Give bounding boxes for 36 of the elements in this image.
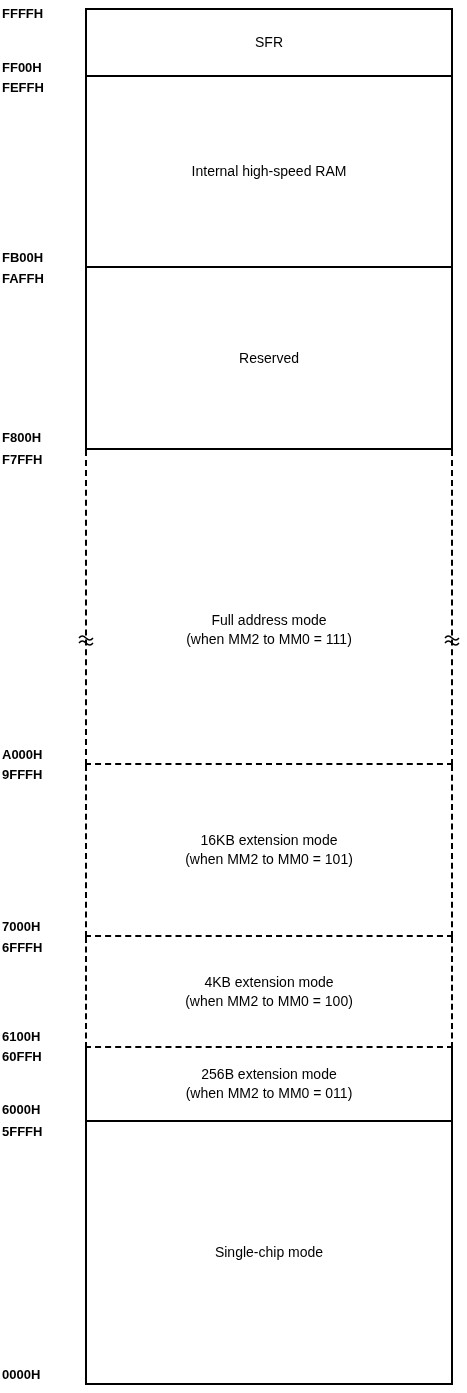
memory-region — [85, 765, 453, 937]
memory-region — [85, 8, 453, 77]
region-label: Full address mode — [211, 610, 327, 630]
address-label: FEFFH — [2, 80, 44, 96]
region-label: (when MM2 to MM0 = 100) — [185, 991, 353, 1011]
address-label: 6FFFH — [2, 940, 43, 956]
address-label: 9FFFH — [2, 767, 43, 783]
region-label: Single-chip mode — [214, 1243, 324, 1262]
region-label: 256B extension mode — [201, 1065, 337, 1084]
memory-region — [85, 1122, 453, 1385]
address-label: FF00H — [2, 60, 42, 76]
region-label: (when MM2 to MM0 = 101) — [185, 850, 353, 869]
memory-region — [85, 268, 453, 450]
region-label: (when MM2 to MM0 = 011) — [185, 1084, 353, 1103]
address-label: FFFFH — [2, 6, 44, 22]
memory-region — [85, 1048, 453, 1122]
memory-region — [85, 77, 453, 268]
address-label: 6100H — [2, 1029, 41, 1045]
address-label: 0000H — [2, 1367, 41, 1383]
region-label: SFR — [255, 33, 283, 52]
address-label: FB00H — [2, 250, 44, 266]
address-label: 6000H — [2, 1102, 41, 1118]
address-label: 5FFFH — [2, 1124, 43, 1140]
memory-region — [85, 450, 453, 765]
address-label: FAFFH — [2, 271, 44, 287]
region-label: 16KB extension mode — [200, 831, 338, 850]
address-label: A000H — [2, 747, 43, 763]
address-label: F800H — [2, 430, 42, 446]
address-label: 7000H — [2, 919, 41, 935]
address-label: 60FFH — [2, 1049, 42, 1065]
region-label: 4KB extension mode — [204, 972, 334, 992]
region-label: (when MM2 to MM0 = 111) — [186, 629, 352, 649]
region-label: Reserved — [239, 348, 299, 368]
memory-region — [85, 937, 453, 1048]
region-label: Internal high-speed RAM — [191, 162, 347, 181]
address-label: F7FFH — [2, 452, 43, 468]
